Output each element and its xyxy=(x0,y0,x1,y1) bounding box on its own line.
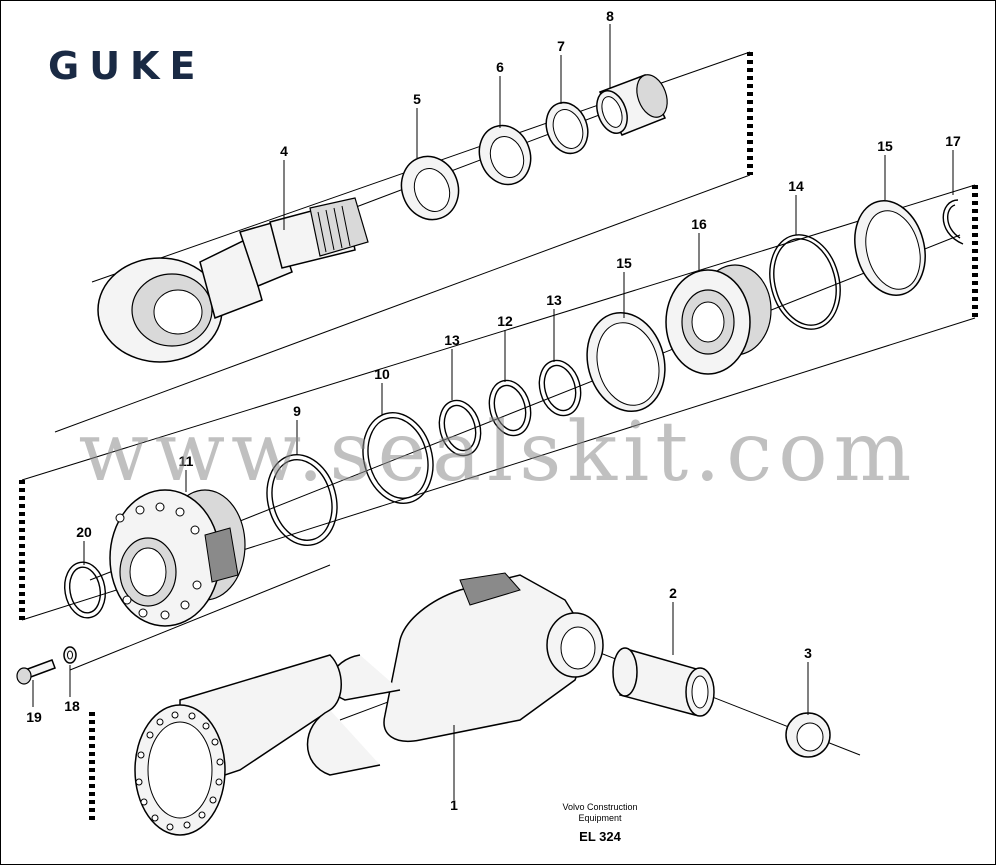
caption-code: EL 324 xyxy=(579,829,621,844)
guide-ring-part-15-lower xyxy=(586,311,666,413)
back-up-ring-part-13-upper xyxy=(538,359,582,417)
callout-13-upper: 13 xyxy=(546,292,562,308)
o-ring-part-10 xyxy=(362,412,434,504)
screw-part-19 xyxy=(16,659,56,685)
callout-20: 20 xyxy=(76,524,92,540)
leader-lines xyxy=(32,24,954,800)
callout-10: 10 xyxy=(374,366,390,382)
callout-1: 1 xyxy=(450,797,458,813)
snap-ring-part-17 xyxy=(942,199,964,245)
caption-line-1: Volvo Construction xyxy=(562,802,638,812)
o-ring-part-14 xyxy=(769,234,841,330)
callout-16: 16 xyxy=(691,216,707,232)
caption-line-2: Equipment xyxy=(578,813,622,823)
callout-9: 9 xyxy=(293,403,301,419)
callout-6: 6 xyxy=(496,59,504,75)
callout-8: 8 xyxy=(606,8,614,24)
callout-15-upper: 15 xyxy=(877,138,893,154)
circlip-part-20 xyxy=(64,561,106,619)
ring-part-6 xyxy=(478,124,532,186)
seal-part-3 xyxy=(785,712,831,758)
guide-ring-part-15-upper xyxy=(854,200,926,296)
guide-sleeve-part-8 xyxy=(596,74,668,136)
watermark-text: www.sealskit.com xyxy=(78,405,918,500)
bushing-part-2 xyxy=(612,647,715,717)
callout-4: 4 xyxy=(280,143,288,159)
piston-part-16 xyxy=(665,264,772,375)
callout-18: 18 xyxy=(64,698,80,714)
gland-seal-part-5 xyxy=(400,155,460,221)
wiper-ring-part-7 xyxy=(545,101,589,155)
callout-7: 7 xyxy=(557,38,565,54)
callout-19: 19 xyxy=(26,709,42,725)
callout-numbers: 1 2 3 4 5 6 7 8 9 10 11 12 13 13 14 15 1… xyxy=(26,8,961,813)
piston-rod-part-4 xyxy=(97,197,369,363)
callout-11: 11 xyxy=(179,453,194,469)
callout-3: 3 xyxy=(804,645,812,661)
callout-13-lower: 13 xyxy=(444,332,460,348)
callout-17: 17 xyxy=(945,133,961,149)
washer-part-18 xyxy=(63,646,77,664)
caption-company: Volvo Construction Equipment xyxy=(540,802,660,824)
callout-14: 14 xyxy=(788,178,804,194)
back-up-ring-part-13-lower xyxy=(438,399,482,457)
cylinder-head-part-11 xyxy=(109,489,246,627)
cylinder-tube-part-1 xyxy=(134,572,604,836)
o-ring-part-9 xyxy=(266,454,338,546)
callout-5: 5 xyxy=(413,91,421,107)
callout-2: 2 xyxy=(669,585,677,601)
guke-logo: GUKE xyxy=(48,44,206,88)
callout-15-lower: 15 xyxy=(616,255,632,271)
callout-12: 12 xyxy=(497,313,513,329)
seal-ring-part-12 xyxy=(488,379,532,437)
